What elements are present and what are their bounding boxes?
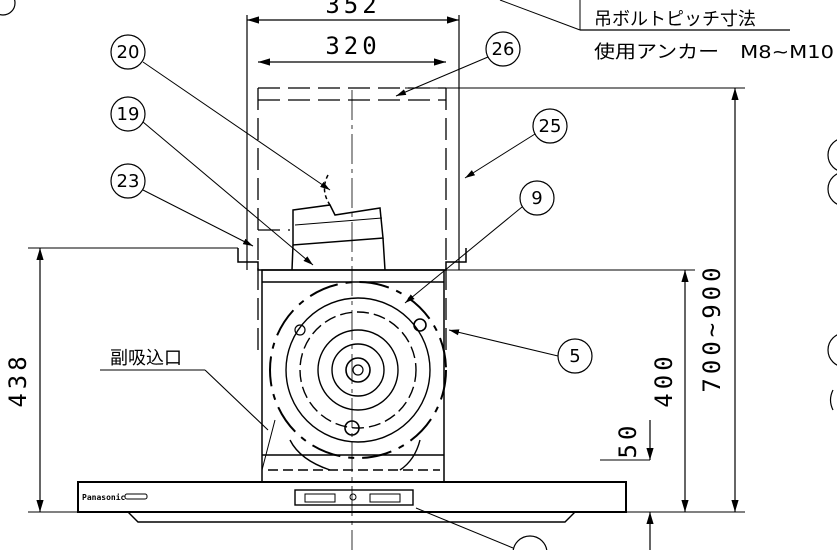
- svg-text:23: 23: [117, 171, 140, 192]
- callout-partial-topleft: [0, 0, 16, 16]
- callout-19: 19: [110, 96, 314, 266]
- dim-438-label: 438: [4, 352, 32, 407]
- dim-320-label: 320: [325, 32, 380, 60]
- dim-400-label: 400: [650, 352, 678, 407]
- sub-intake-label: 副吸込口: [110, 348, 182, 369]
- dimension-400: 400: [446, 269, 745, 513]
- dim-700-900-label: 700~900: [698, 263, 726, 392]
- svg-text:19: 19: [117, 104, 140, 125]
- svg-text:20: 20: [117, 42, 140, 63]
- callout-20: 20: [110, 34, 331, 191]
- front-panel: [77, 481, 627, 523]
- callout-23: 23: [110, 163, 254, 247]
- duct-adapter: [291, 174, 386, 271]
- svg-text:25: 25: [539, 116, 562, 137]
- callout-5: 5: [448, 329, 593, 374]
- brand-logo-text: Panasonic: [82, 492, 126, 502]
- callout-9: 9: [404, 180, 555, 304]
- dim-352-label: 352: [325, 0, 380, 19]
- dimension-50: 50: [600, 420, 654, 550]
- callout-25: 25: [464, 108, 568, 179]
- dimension-352: 352: [246, 0, 460, 270]
- svg-text:5: 5: [569, 346, 580, 367]
- callout-partial-right: [827, 139, 837, 411]
- callout-partial-bottom: [415, 507, 548, 550]
- dimension-320: 320: [258, 32, 446, 66]
- dimension-700-900: 700~900: [698, 88, 739, 512]
- svg-text:9: 9: [531, 188, 542, 209]
- dimension-438: 438: [4, 247, 238, 513]
- sub-intake-note: 副吸込口: [100, 348, 269, 431]
- bolt-pitch-label: 吊ボルトピッチ寸法: [594, 9, 756, 30]
- svg-text:26: 26: [492, 39, 515, 60]
- bolt-pitch-note: 吊ボルトピッチ寸法 使用アンカー M8~M10: [499, 0, 834, 63]
- callout-26: 26: [395, 31, 521, 97]
- dim-50-label: 50: [614, 422, 642, 459]
- fan-motor: [269, 281, 447, 471]
- anchor-label: 使用アンカー M8~M10: [594, 42, 834, 63]
